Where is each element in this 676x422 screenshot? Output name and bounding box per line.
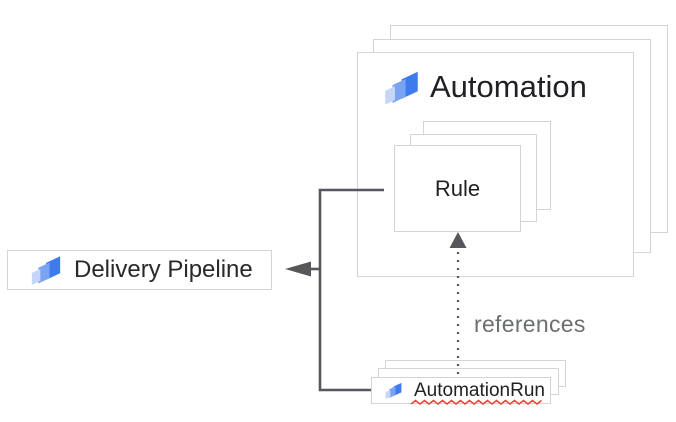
automation-header: Automation (382, 65, 587, 109)
rule-label: Rule (434, 175, 481, 201)
delivery-pipeline-label: Delivery Pipeline (74, 256, 253, 283)
cloud-deploy-icon (31, 256, 61, 285)
arrowhead-left-icon (285, 261, 311, 277)
rule-box: Rule (394, 145, 521, 232)
references-edge-label: references (474, 311, 586, 337)
automation-run-box: AutomationRun (371, 377, 551, 406)
cloud-deploy-icon (385, 382, 402, 399)
automation-label: Automation (430, 68, 587, 104)
spellcheck-squiggle (410, 399, 542, 406)
automation-run-label: AutomationRun (414, 379, 545, 401)
cloud-deploy-icon (385, 71, 418, 105)
delivery-pipeline-box: Delivery Pipeline (7, 250, 272, 290)
